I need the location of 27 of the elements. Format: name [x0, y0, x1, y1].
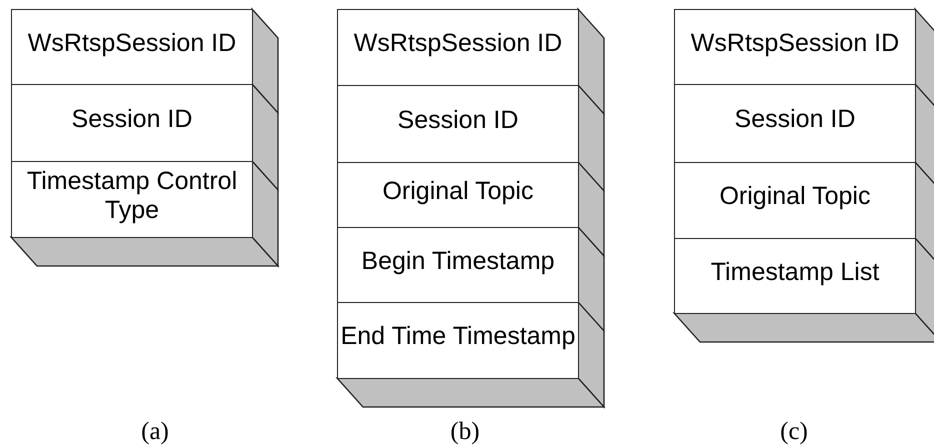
field-row [337, 227, 579, 303]
field-name: Begin Timestamp [361, 246, 555, 276]
field-row [674, 238, 916, 314]
field-name: Session ID [734, 105, 856, 134]
field-row [337, 302, 579, 379]
field-name: WsRtspSession ID [354, 29, 562, 58]
field-row [674, 162, 916, 239]
field-row [674, 84, 916, 163]
field-row [337, 85, 579, 163]
field-name: WsRtspSession ID [690, 28, 900, 58]
field-row [674, 9, 916, 85]
field-row [11, 84, 253, 162]
panel-label: (c) [780, 418, 808, 446]
field-row [337, 162, 579, 228]
field-name: Timestamp Control Type [26, 166, 238, 224]
panel-label: (a) [141, 418, 169, 446]
field-name: End Time Timestamp [340, 322, 576, 351]
field-row [11, 9, 253, 85]
panel-label: (b) [450, 418, 480, 446]
field-name: Timestamp List [710, 258, 880, 286]
field-name: Session ID [398, 106, 518, 134]
field-row [11, 161, 253, 238]
field-row [337, 9, 579, 86]
field-name: WsRtspSession ID [28, 28, 236, 58]
field-name: Original Topic [382, 176, 534, 206]
field-name: Session ID [72, 104, 192, 134]
field-name: Original Topic [719, 182, 870, 211]
